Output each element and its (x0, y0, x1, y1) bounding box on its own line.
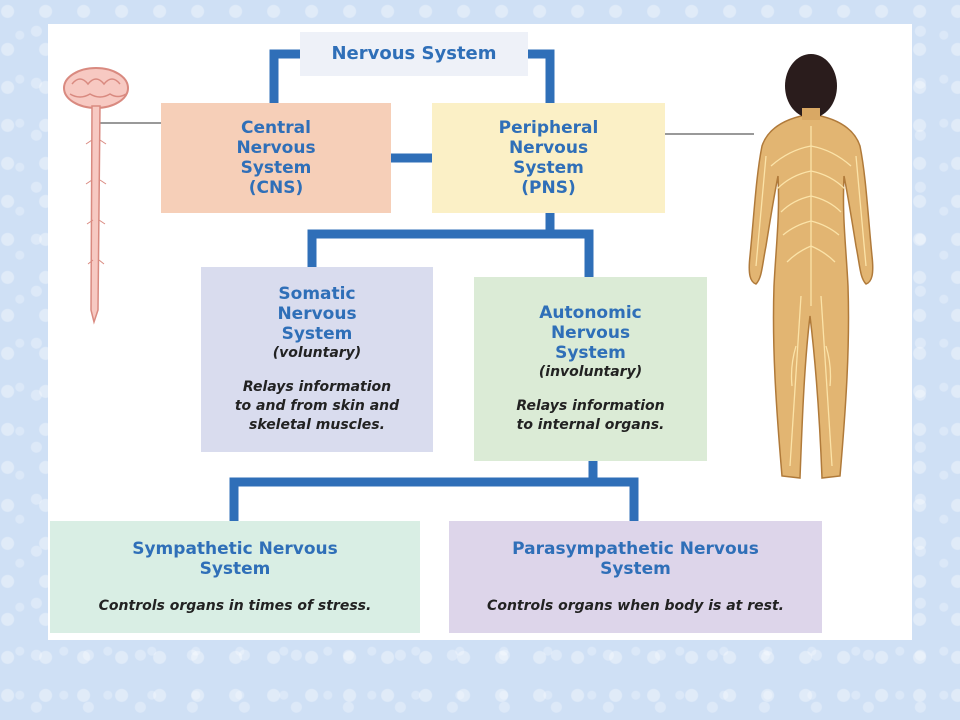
autonomic-line-3: System (555, 343, 626, 363)
brain-spinal-cord-icon (63, 67, 129, 325)
somatic-description: Relays information to and from skin and … (235, 378, 399, 435)
cns-box: Central Nervous System (CNS) (161, 103, 391, 213)
pns-line-1: Peripheral (498, 118, 599, 138)
somatic-desc-line-3: skeletal muscles. (249, 417, 385, 433)
autonomic-desc-line-2: to internal organs. (516, 417, 665, 433)
pns-box: Peripheral Nervous System (PNS) (432, 103, 665, 213)
connector-pns-autonomic (550, 229, 594, 277)
pns-line-4: (PNS) (521, 178, 576, 198)
pns-line-2: Nervous (508, 138, 589, 158)
somatic-line-1: Somatic (278, 284, 356, 304)
parasympathetic-box: Parasympathetic Nervous System Controls … (449, 521, 822, 633)
pns-line-3: System (513, 158, 584, 178)
somatic-desc-line-2: to and from skin and (234, 398, 400, 414)
autonomic-line-2: Nervous (550, 323, 631, 343)
cns-line-2: Nervous (236, 138, 316, 158)
sympathetic-line-1: Sympathetic Nervous (132, 538, 338, 559)
somatic-qualifier: (voluntary) (272, 345, 362, 361)
cns-line-1: Central (241, 118, 311, 138)
connector-autonomic-branch (229, 461, 598, 521)
autonomic-box: Autonomic Nervous System (involuntary) R… (474, 277, 707, 461)
sympathetic-description: Controls organs in times of stress. (98, 597, 372, 614)
connector-autonomic-parasympathetic (593, 477, 639, 521)
connector-lines (98, 49, 754, 521)
somatic-box: Somatic Nervous System (voluntary) Relay… (201, 267, 433, 452)
connector-pns-branch (307, 213, 555, 267)
parasympathetic-line-1: Parasympathetic Nervous (512, 538, 759, 559)
nervous-system-title-box: Nervous System (300, 32, 528, 76)
nervous-system-title: Nervous System (331, 43, 497, 64)
somatic-line-3: System (281, 324, 353, 344)
connector-title-cns (269, 49, 300, 103)
autonomic-qualifier: (involuntary) (538, 364, 643, 380)
sympathetic-line-2: System (199, 558, 271, 579)
parasympathetic-line-2: System (600, 558, 671, 579)
connector-title-pns (528, 49, 555, 103)
cns-line-4: (CNS) (248, 178, 304, 198)
diagram-panel: Nervous System Central Nervous System (C… (48, 24, 912, 640)
cns-line-3: System (240, 158, 312, 178)
autonomic-desc-line-1: Relays information (516, 398, 665, 414)
autonomic-line-1: Autonomic (539, 303, 642, 323)
somatic-line-2: Nervous (277, 304, 357, 324)
autonomic-description: Relays information to internal organs. (516, 397, 664, 435)
somatic-desc-line-1: Relays information (242, 379, 392, 395)
parasympathetic-description: Controls organs when body is at rest. (487, 597, 784, 614)
sympathetic-box: Sympathetic Nervous System Controls orga… (50, 521, 420, 633)
human-body-nerves-icon (748, 54, 874, 479)
